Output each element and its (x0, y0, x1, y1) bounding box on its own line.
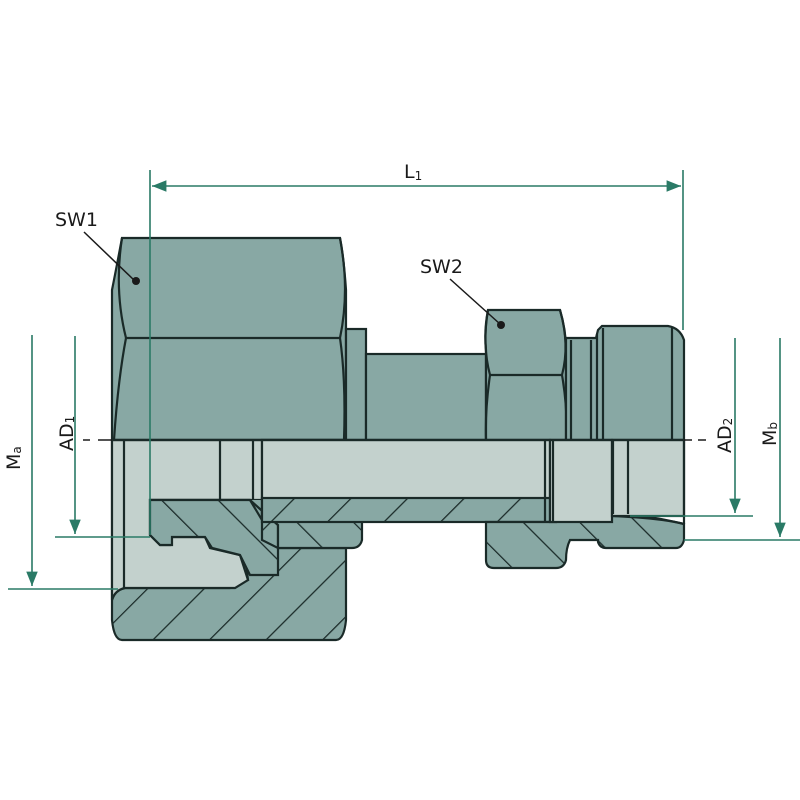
label-sw2: SW2 (420, 256, 463, 278)
label-sw1: SW1 (55, 209, 98, 231)
label-ad1: AD1 (56, 416, 78, 451)
label-ad2: AD2 (714, 418, 736, 453)
lower-half-section-view (110, 438, 686, 642)
label-l1: L1 (404, 161, 422, 183)
label-mb: Mb (759, 422, 781, 446)
dimension-lines (8, 170, 800, 590)
label-ma: Ma (3, 446, 25, 470)
sw2-leader-dot (497, 321, 505, 329)
sw1-leader-dot (132, 277, 140, 285)
leader-lines (83, 231, 501, 325)
upper-half-external-view (110, 236, 686, 442)
